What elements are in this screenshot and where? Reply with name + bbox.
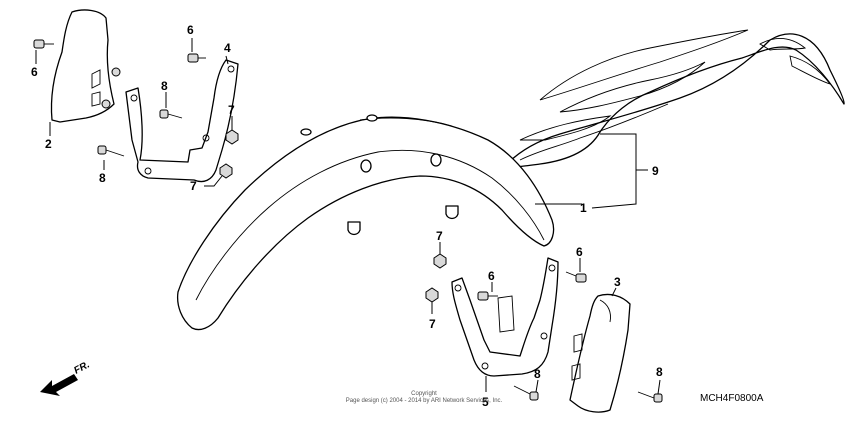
nut-7-b[interactable]: [219, 163, 233, 179]
bolt-6-b[interactable]: [187, 53, 206, 63]
callout-1: 1: [580, 201, 587, 215]
callout-9: 9: [652, 164, 659, 178]
fender-cover-right[interactable]: [569, 293, 631, 413]
bolt-8-a[interactable]: [159, 109, 183, 119]
arrow-icon: [40, 374, 78, 396]
callout-7: 7: [436, 229, 443, 243]
fender-stay-left[interactable]: [125, 59, 239, 183]
callout-8: 8: [534, 367, 541, 381]
fender-stay-right[interactable]: [451, 257, 559, 377]
callout-2: 2: [45, 137, 52, 151]
nut-7-d[interactable]: [425, 287, 439, 303]
callout-6: 6: [576, 245, 583, 259]
callout-3: 3: [614, 275, 621, 289]
copyright-line-1: Copyright: [411, 391, 437, 397]
callout-7: 7: [429, 317, 436, 331]
nut-7-c[interactable]: [433, 253, 447, 269]
leader-lines: [35, 38, 661, 395]
diagram-code: MCH4F0800A: [700, 393, 764, 404]
callout-6: 6: [187, 23, 194, 37]
direction-label: FR.: [72, 359, 91, 376]
callout-8: 8: [656, 365, 663, 379]
fender-cover-left[interactable]: [50, 9, 121, 123]
callout-6: 6: [31, 65, 38, 79]
front-direction-indicator: FR.: [40, 359, 92, 396]
flame-decal[interactable]: [504, 29, 845, 168]
callout-7: 7: [228, 103, 235, 117]
bolt-6-a[interactable]: [33, 39, 54, 49]
callout-7: 7: [190, 179, 197, 193]
bolt-8-b[interactable]: [97, 145, 125, 157]
callout-5: 5: [482, 395, 489, 409]
callout-4: 4: [224, 41, 231, 55]
callout-6: 6: [488, 269, 495, 283]
callout-8: 8: [161, 79, 168, 93]
bolt-6-d[interactable]: [565, 271, 587, 283]
callout-8: 8: [99, 171, 106, 185]
bolt-6-c[interactable]: [477, 291, 498, 301]
bolt-8-c[interactable]: [513, 385, 539, 401]
nut-7-a[interactable]: [225, 129, 239, 145]
front-fender[interactable]: [176, 114, 555, 331]
copyright-line-2: Page design (c) 2004 - 2014 by ARI Netwo…: [346, 398, 503, 404]
